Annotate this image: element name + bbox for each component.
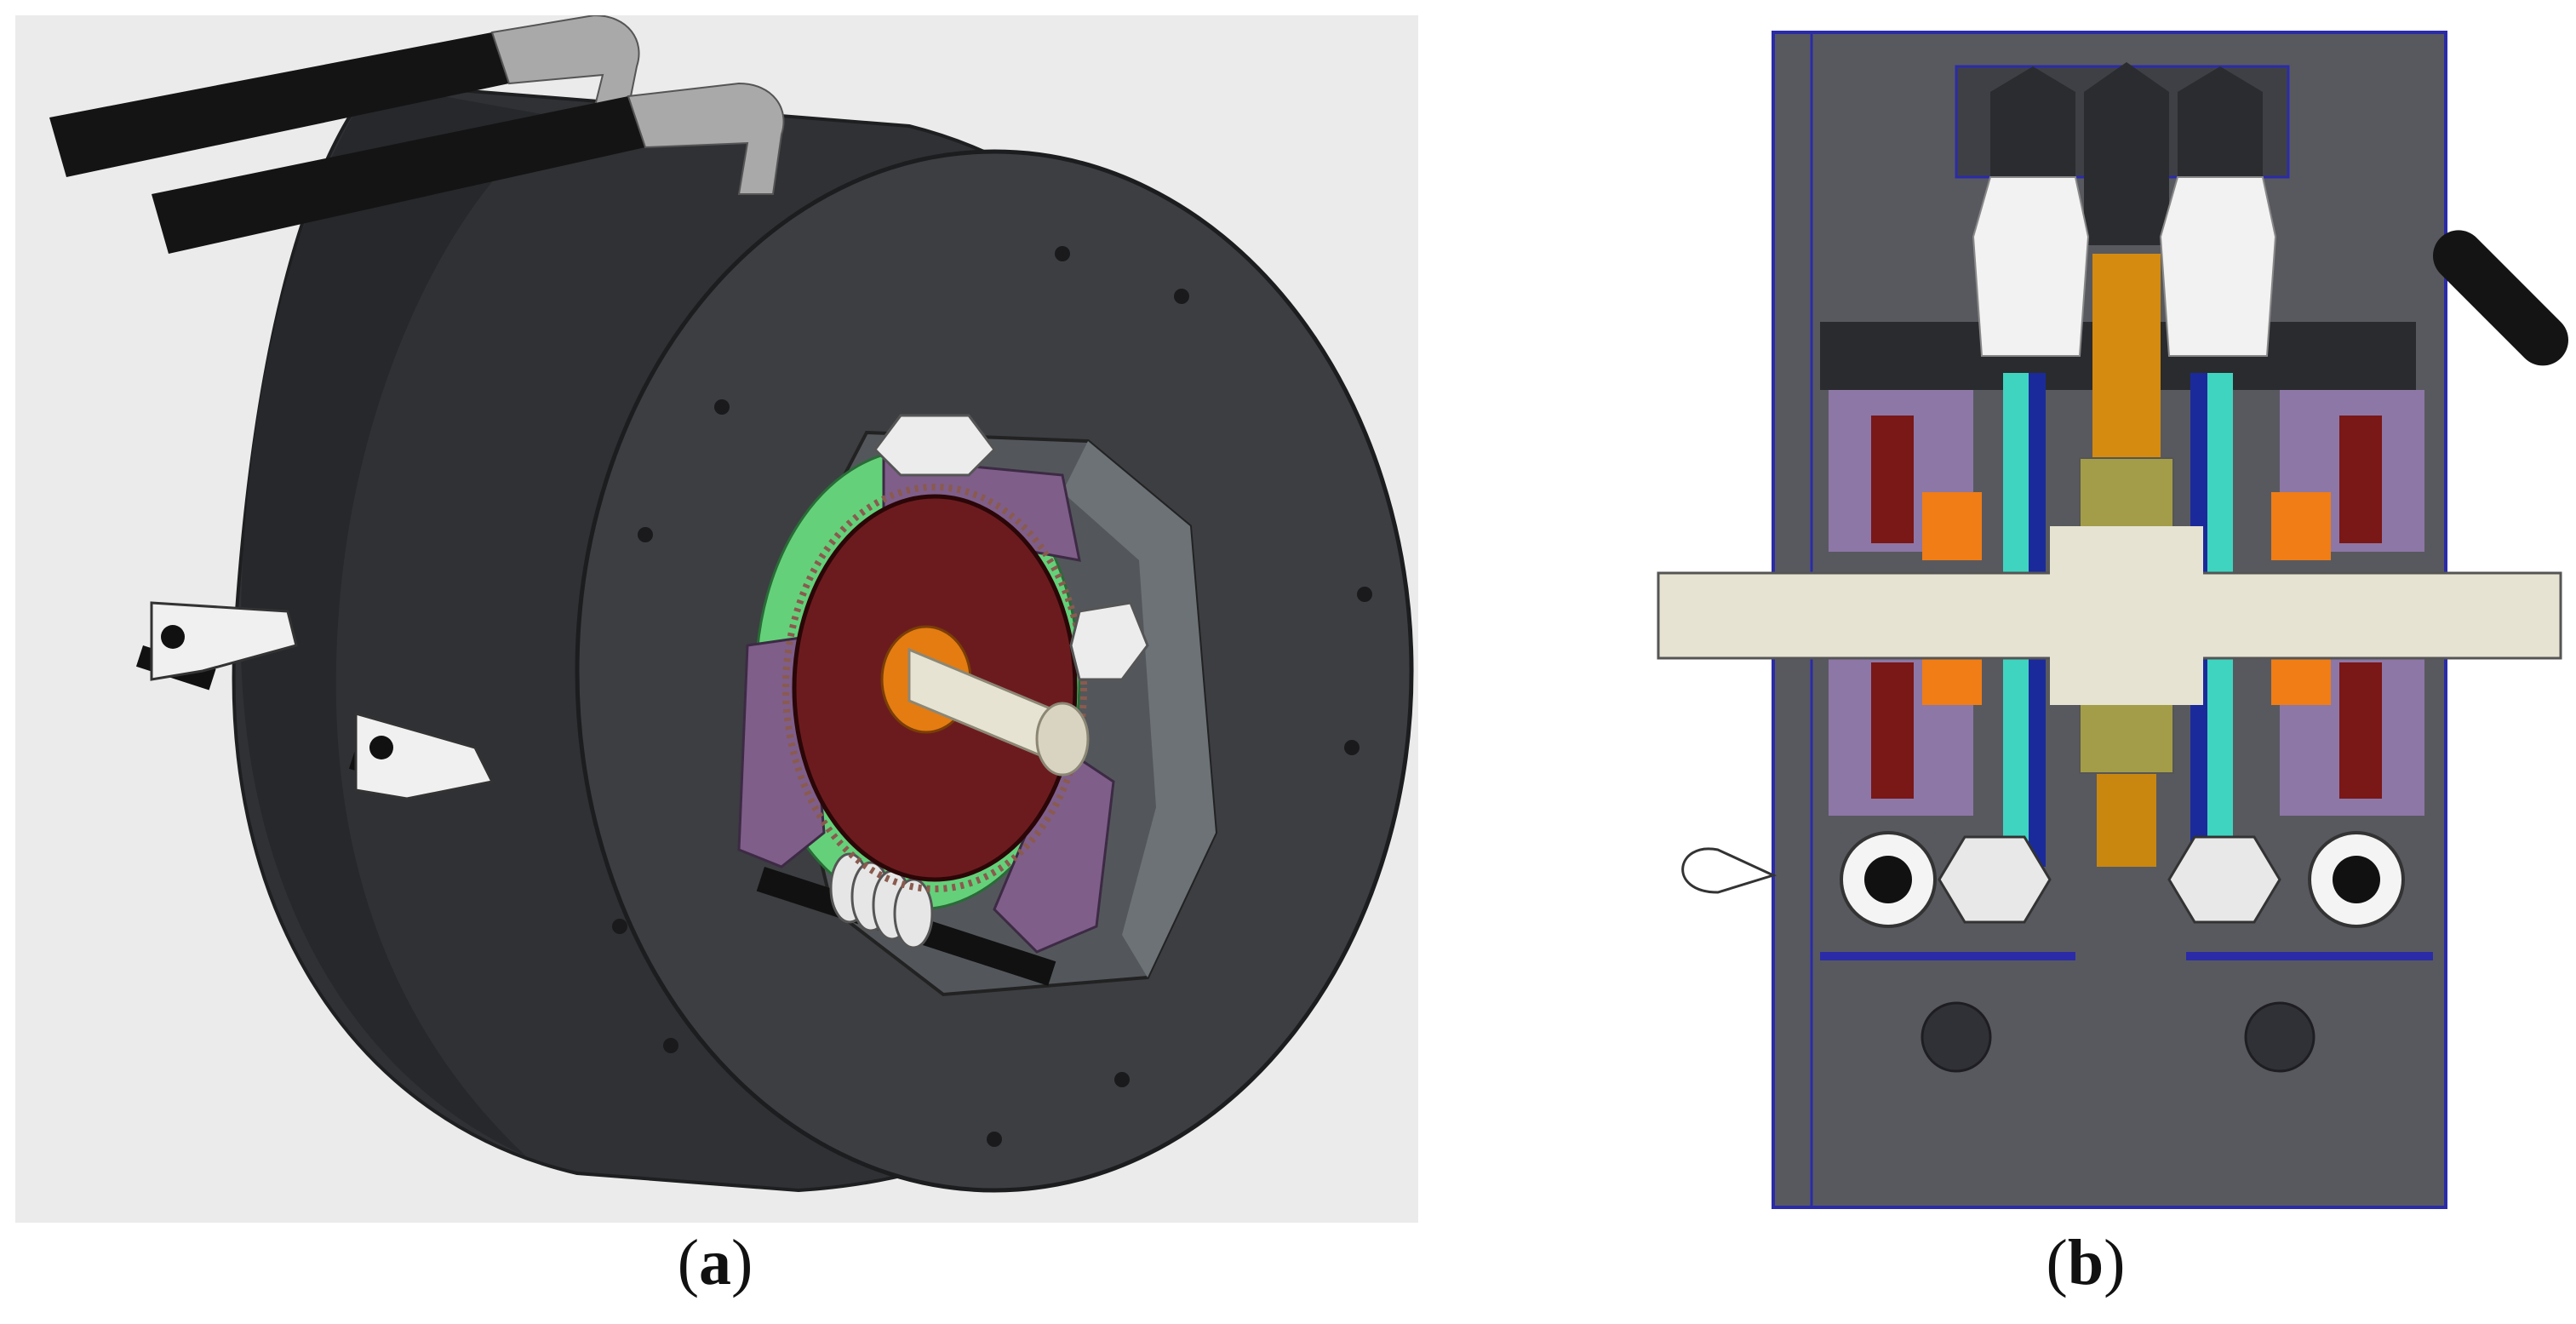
pin-right [2178, 66, 2263, 177]
insert-left [1972, 176, 2090, 357]
caption-a: (a) [677, 1227, 753, 1298]
lower-hole-right [2244, 1001, 2316, 1073]
tube-black-2 [152, 96, 645, 254]
pin-left [1990, 66, 2075, 177]
bolt-hole [1174, 289, 1189, 304]
housing-side-shading [240, 83, 560, 1156]
white-inserts [1972, 176, 2277, 357]
panel-a-3d-view [15, 15, 1418, 1223]
bracket-upper [150, 601, 298, 681]
panel-b-cross-section [1624, 15, 2569, 1223]
gear-teeth-ring [782, 484, 1087, 892]
bolt-hole [663, 1038, 678, 1053]
bolt-hole [987, 1132, 1002, 1147]
lower-channel-right [2186, 952, 2433, 960]
housing-3d-drawing [49, 15, 1414, 1193]
bolt-hole [612, 919, 627, 934]
shaft-hub [2050, 526, 2203, 705]
bolt-hole [1357, 587, 1372, 602]
left-loop-clip [1681, 847, 1777, 894]
cavity-inner-wall [1062, 441, 1216, 977]
center-lower-gold [2097, 773, 2156, 867]
bracket-lower [354, 712, 495, 800]
olive-block-upper [2079, 457, 2174, 536]
bolt-hole [1114, 1072, 1130, 1087]
insert-right [2159, 176, 2277, 357]
tube-silver-2 [627, 82, 785, 195]
purple-segment-right [993, 745, 1115, 954]
bolt-hole [1344, 740, 1360, 755]
vertical-pins [1990, 62, 2263, 245]
hex-nut-top [873, 414, 996, 477]
cross-section-drawing [1657, 31, 2568, 1209]
caption-b: (b) [2046, 1227, 2126, 1298]
side-brackets [135, 601, 495, 800]
shaft-end [1035, 702, 1090, 777]
fastener-right-hex [2167, 835, 2281, 924]
pin-center [2084, 62, 2169, 245]
hex-nut-right [1069, 601, 1149, 681]
bottom-fasteners [1840, 831, 2405, 928]
front-face-bolt-holes [612, 246, 1372, 1147]
lower-hole-left [1921, 1001, 1992, 1073]
fastener-left-hex [1938, 835, 2052, 924]
lower-channel-left [1820, 952, 2075, 960]
side-handle [2433, 230, 2568, 366]
tube-black-1 [49, 32, 509, 177]
olive-block-lower [2079, 696, 2174, 774]
hex-nuts [873, 414, 1149, 681]
bolt-hole [638, 527, 653, 542]
coolant-tubes [49, 15, 785, 254]
center-gold-column [2092, 254, 2161, 467]
bolt-hole [1055, 246, 1070, 261]
bolt-hole [714, 399, 730, 415]
